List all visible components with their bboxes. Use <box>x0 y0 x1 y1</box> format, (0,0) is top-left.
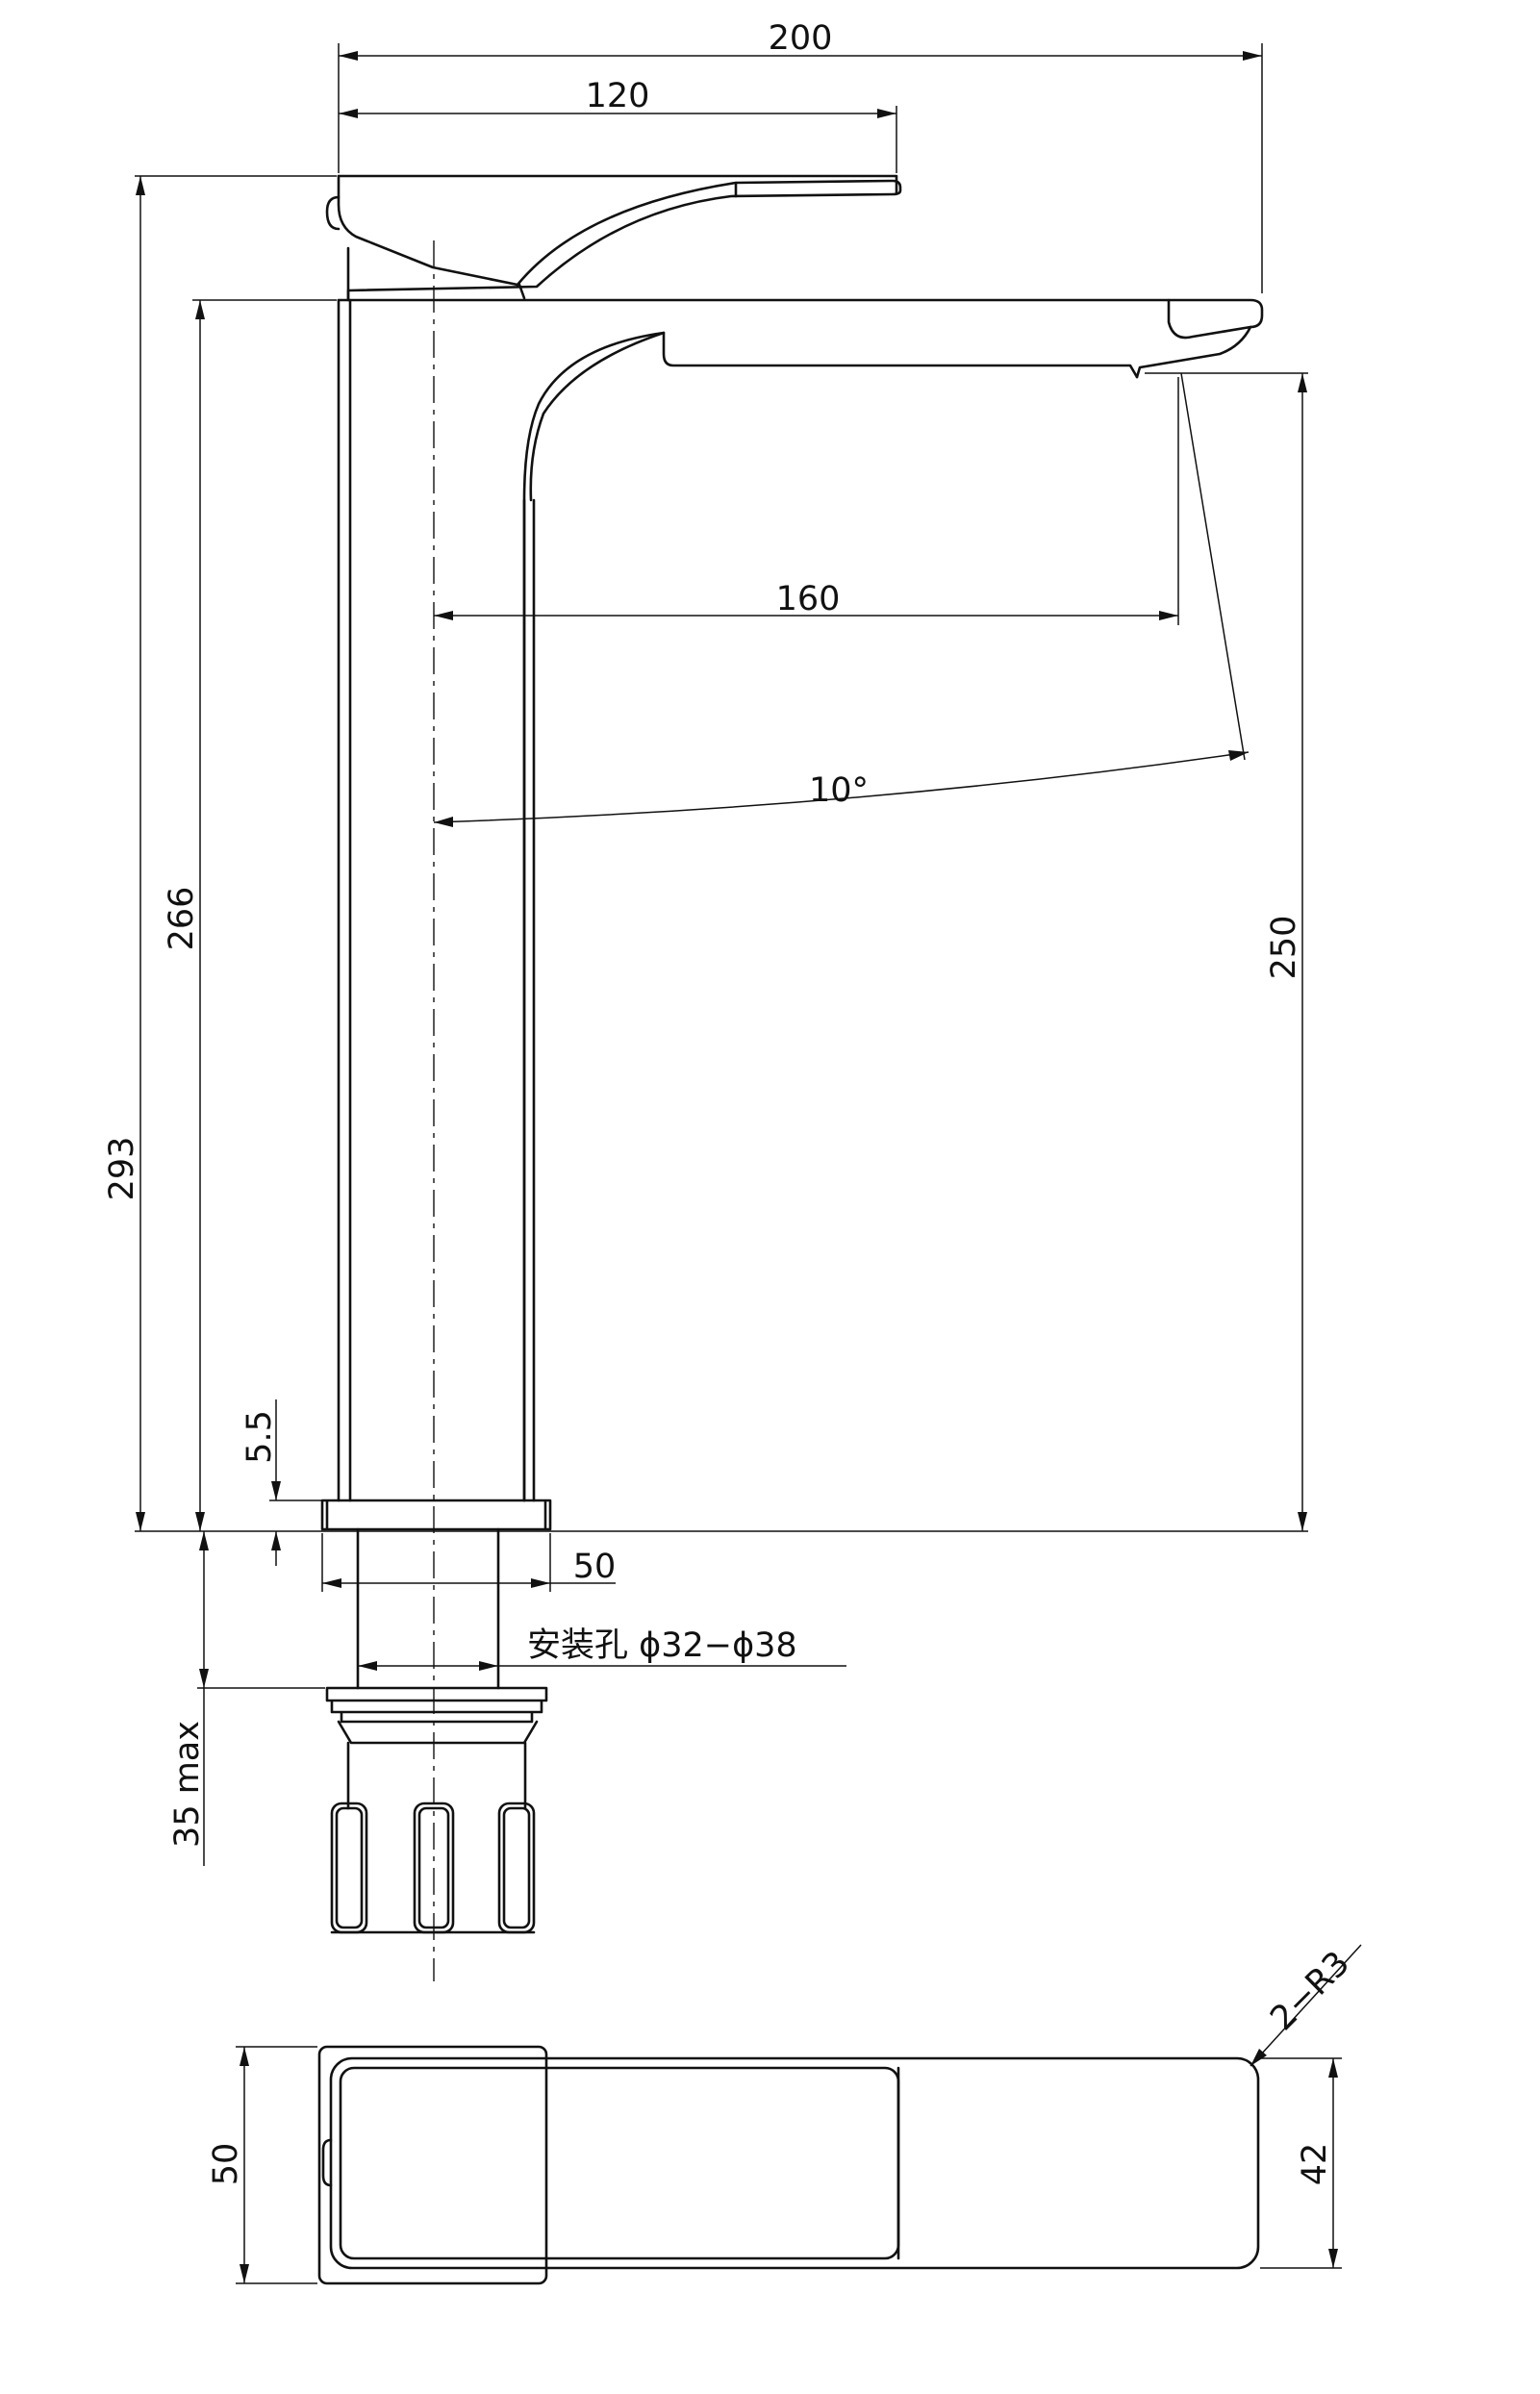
plan-width-label: 50 <box>207 2143 245 2186</box>
handle-neck <box>346 246 526 300</box>
mounting-shank <box>356 1527 500 1690</box>
plan-view: 50 42 2−R3 <box>207 1944 1362 2285</box>
flange-thickness-label: 5.5 <box>240 1410 279 1464</box>
plan-base-outline <box>317 2045 548 2285</box>
handle-lever <box>337 174 902 302</box>
handle-length-label: 120 <box>586 77 650 115</box>
plan-handle-outer <box>329 2056 1260 2270</box>
dim-arc-spout-angle <box>433 751 1250 823</box>
spout-height-label: 250 <box>1265 916 1303 980</box>
leader-corner-radius <box>1250 1944 1362 2067</box>
plan-pivot-button <box>321 2138 333 2187</box>
mounting-nut-ribs <box>330 1802 536 1934</box>
corner-radius-label: 2−R3 <box>1263 1944 1357 2038</box>
spout-top <box>337 298 1264 329</box>
mounting-nut-washer <box>325 1686 548 1745</box>
body-column <box>337 298 536 1502</box>
base-diameter-label: 50 <box>573 1548 617 1586</box>
handle-pivot-button <box>325 195 341 231</box>
spout-underside <box>522 331 1139 1502</box>
mounting-nut-body <box>346 1741 527 1810</box>
spout-outlet <box>1135 298 1252 379</box>
plan-handle-inner <box>339 2066 900 2260</box>
spout-angle-label: 10° <box>809 771 869 810</box>
mounting-hole-label: 安装孔 ϕ32−ϕ38 <box>527 1626 797 1665</box>
front-dimensions: 200 120 160 10° 293 266 2 <box>103 19 1308 1866</box>
handle-cap <box>337 174 898 194</box>
spout-reach-label: 160 <box>776 580 841 618</box>
overall-height-label: 293 <box>103 1137 141 1201</box>
body-height-label: 266 <box>163 887 201 951</box>
handle-width-label: 42 <box>1296 2143 1334 2186</box>
spout-inner-curve <box>529 331 666 502</box>
deck-thickness-label: 35 max <box>168 1721 207 1848</box>
overall-width-label: 200 <box>769 19 833 58</box>
front-elevation <box>320 174 1264 1981</box>
spout-tilt-line <box>1180 372 1246 761</box>
base-flange <box>320 1499 552 1531</box>
